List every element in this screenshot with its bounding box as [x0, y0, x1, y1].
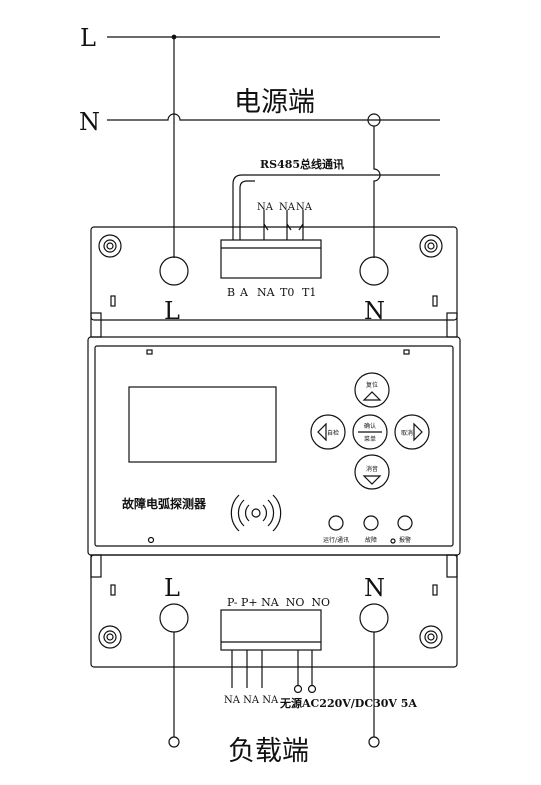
load-node-n [368, 736, 380, 748]
lower-housing [90, 554, 458, 668]
rs485-label: RS485总线通讯 [260, 157, 344, 171]
load-title: 负载端 [228, 736, 309, 767]
panel-notch-top [146, 349, 153, 355]
down-button-label: 消音 [366, 465, 378, 473]
alarm-led [397, 515, 413, 531]
left-button-label: 自检 [327, 429, 339, 437]
terminal-n-bottom [359, 603, 389, 633]
front-panel-outer [87, 336, 461, 556]
output-terminal-block [220, 609, 322, 651]
terminal-label-n-top: N [364, 297, 385, 325]
pin-t1: T1 [302, 286, 316, 299]
right-button-label: 取消 [401, 429, 413, 437]
alarm-led-dot [390, 538, 396, 544]
front-panel-inner [94, 345, 454, 547]
terminal-n-top [359, 256, 389, 286]
n-drop-wire [373, 126, 381, 258]
panel-notch-top-right [403, 349, 410, 355]
relay-label: 无源AC220V/DC30V 5A [279, 696, 417, 710]
na-label-1: NA [257, 202, 274, 213]
pin-a: A [239, 286, 249, 299]
fault-led [363, 515, 379, 531]
no-contact-2 [307, 684, 317, 694]
pin-t0: T0 [280, 286, 294, 299]
terminal-l-top [159, 256, 189, 286]
upper-slot-right [432, 295, 438, 307]
up-button-label: 复位 [366, 381, 378, 389]
terminal-l-bottom [159, 603, 189, 633]
screw-bottom-left [98, 625, 122, 649]
fault-label: 故障 [365, 536, 377, 544]
lcd-screen [128, 386, 277, 463]
lower-slot-right [432, 584, 438, 596]
upper-rail-left [90, 312, 102, 338]
supply-label-n: N [79, 108, 100, 136]
pin-na: NA [257, 286, 276, 299]
device-name: 故障电弧探测器 [122, 496, 207, 511]
down-button[interactable] [354, 454, 390, 490]
upper-rail-right [446, 312, 458, 338]
upper-slot-left [110, 295, 116, 307]
comm-terminal-block [220, 239, 322, 279]
lower-slot-left [110, 584, 116, 596]
na-label-3: NA [296, 202, 313, 213]
screw-bottom-right [419, 625, 443, 649]
supply-title: 电源端 [234, 87, 315, 118]
l-junction-dot [171, 34, 177, 40]
left-button[interactable] [310, 414, 346, 450]
center-button[interactable] [352, 414, 388, 450]
alarm-label: 报警 [399, 536, 411, 544]
terminal-label-n-bottom: N [364, 574, 385, 602]
screw-top-left [98, 234, 122, 258]
load-node-l [168, 736, 180, 748]
rs485-wire-b [239, 180, 255, 240]
lower-na-labels: NA NA NA [224, 695, 279, 706]
pin-b: B [227, 286, 235, 299]
center-button-label-2: 菜单 [364, 435, 376, 443]
no-contact-1 [293, 684, 303, 694]
lower-rail-right [446, 554, 458, 578]
lower-rail-left [90, 554, 102, 578]
run-comm-label: 运行/通讯 [323, 536, 349, 544]
supply-label-l: L [80, 24, 96, 52]
terminal-label-l-bottom: L [164, 574, 180, 602]
output-pin-labels: P- P+ NA NO NO [227, 596, 330, 609]
terminal-label-l-top: L [164, 297, 180, 325]
wireless-symbol [230, 494, 282, 532]
upper-housing [90, 226, 458, 321]
up-button[interactable] [354, 372, 390, 408]
right-button[interactable] [394, 414, 430, 450]
rs485-wire-a [232, 174, 255, 240]
run-comm-led [328, 515, 344, 531]
na-label-2: NA [279, 202, 296, 213]
center-button-label-1: 确认 [364, 422, 376, 430]
panel-notch-bottom [147, 536, 155, 544]
screw-top-right [419, 234, 443, 258]
